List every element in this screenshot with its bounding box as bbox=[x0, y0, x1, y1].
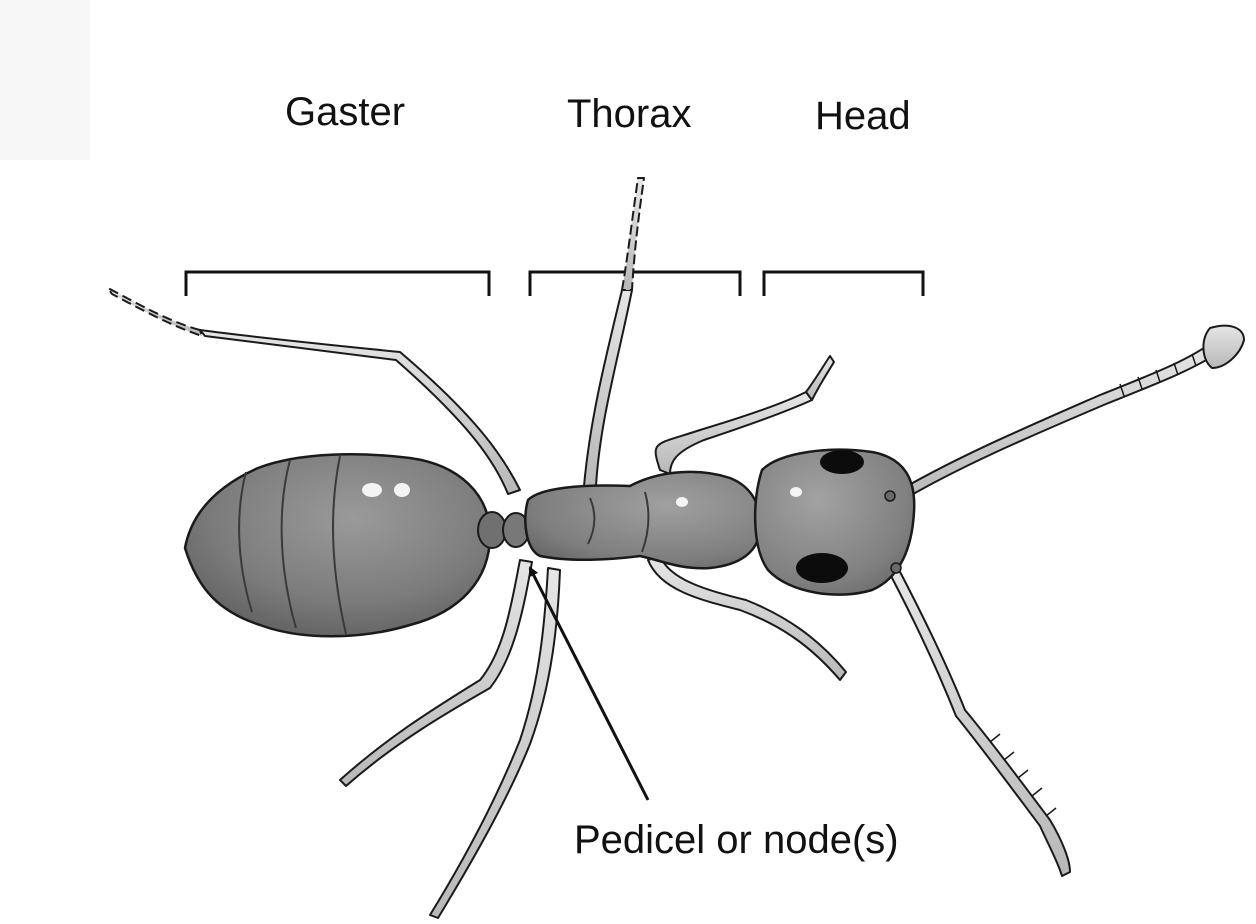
middle-lower-leg bbox=[430, 568, 560, 918]
antenna-socket bbox=[885, 491, 895, 501]
lower-antenna bbox=[890, 568, 1070, 876]
thorax bbox=[525, 472, 760, 568]
gaster bbox=[185, 454, 490, 636]
head-label: Head bbox=[815, 94, 911, 138]
thorax-label: Thorax bbox=[567, 92, 692, 136]
head-highlight bbox=[790, 487, 802, 497]
gaster-highlight bbox=[394, 483, 410, 497]
rear-upper-tarsus bbox=[108, 288, 202, 336]
upper-antenna-club bbox=[1203, 326, 1244, 368]
gaster-bracket bbox=[186, 272, 489, 296]
middle-upper-leg bbox=[584, 290, 632, 486]
background-smudge bbox=[0, 0, 90, 160]
thorax-highlight bbox=[676, 497, 688, 507]
gaster-highlight bbox=[362, 483, 382, 497]
front-upper-tarsus bbox=[806, 356, 834, 400]
thorax-bracket bbox=[530, 272, 740, 296]
head-bracket bbox=[764, 272, 923, 296]
antenna-segments bbox=[990, 354, 1196, 816]
upper-eye bbox=[820, 450, 864, 474]
antenna-socket bbox=[891, 563, 901, 573]
segment-brackets bbox=[186, 272, 923, 296]
lower-eye bbox=[796, 553, 848, 583]
pedicel-node bbox=[478, 512, 506, 548]
pedicel-label: Pedicel or node(s) bbox=[574, 818, 899, 862]
gaster-label: Gaster bbox=[285, 90, 405, 134]
